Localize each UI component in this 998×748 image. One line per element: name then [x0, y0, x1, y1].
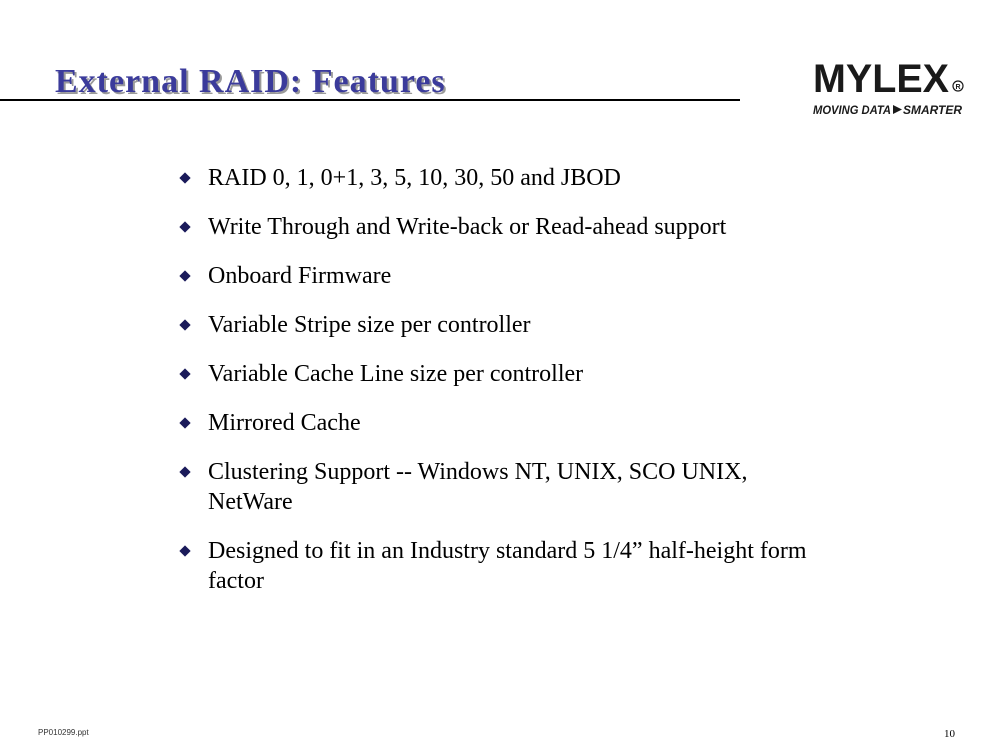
page-number: 10	[944, 728, 955, 740]
feature-item-mirrored-cache: Mirrored Cache	[178, 408, 828, 438]
diamond-bullet-icon	[179, 545, 191, 557]
title-underline	[0, 99, 740, 101]
diamond-bullet-icon	[179, 319, 191, 331]
mylex-logo-graphic: MYLEX R MOVING DATA SMARTER	[813, 57, 964, 117]
registered-mark	[952, 80, 964, 92]
mylex-logo: MYLEX R MOVING DATA SMARTER	[812, 56, 964, 118]
registered-mark-letter: R	[955, 84, 960, 91]
feature-text: Onboard Firmware	[208, 263, 392, 289]
feature-item-form-factor: Designed to fit in an Industry standard …	[178, 536, 828, 596]
feature-item-firmware: Onboard Firmware	[178, 261, 828, 291]
feature-text: Variable Stripe size per controller	[208, 312, 531, 338]
diamond-bullet-icon	[179, 417, 191, 429]
diamond-bullet-icon	[179, 466, 191, 478]
diamond-bullet-icon	[179, 221, 191, 233]
diamond-bullet-icon	[179, 368, 191, 380]
logo-tagline: MOVING DATA SMARTER	[813, 103, 962, 117]
feature-text: Variable Cache Line size per controller	[208, 361, 584, 387]
logo-wordmark: MYLEX R	[813, 57, 964, 101]
feature-list: RAID 0, 1, 0+1, 3, 5, 10, 30, 50 and JBO…	[178, 163, 828, 615]
feature-item-stripe-size: Variable Stripe size per controller	[178, 310, 828, 340]
feature-item-raid-levels: RAID 0, 1, 0+1, 3, 5, 10, 30, 50 and JBO…	[178, 163, 828, 193]
feature-text: RAID 0, 1, 0+1, 3, 5, 10, 30, 50 and JBO…	[208, 165, 621, 191]
diamond-bullet-icon	[179, 172, 191, 184]
feature-text: Write Through and Write-back or Read-ahe…	[208, 214, 727, 240]
feature-item-cache-line: Variable Cache Line size per controller	[178, 359, 828, 389]
footer-file-name: PP010299.ppt	[38, 728, 89, 737]
diamond-bullet-icon	[179, 270, 191, 282]
feature-text: Mirrored Cache	[208, 410, 361, 436]
slide-title: External RAID: Features	[55, 63, 446, 100]
feature-text: Clustering Support -- Windows NT, UNIX, …	[208, 459, 748, 515]
feature-item-write-modes: Write Through and Write-back or Read-ahe…	[178, 212, 828, 242]
feature-text: Designed to fit in an Industry standard …	[208, 538, 807, 594]
logo-brand-text: MYLEX	[813, 57, 949, 101]
feature-item-clustering: Clustering Support -- Windows NT, UNIX, …	[178, 457, 828, 517]
tagline-left-text: MOVING DATA	[813, 103, 891, 117]
tagline-right-text: SMARTER	[903, 103, 962, 117]
arrow-icon	[893, 105, 902, 114]
